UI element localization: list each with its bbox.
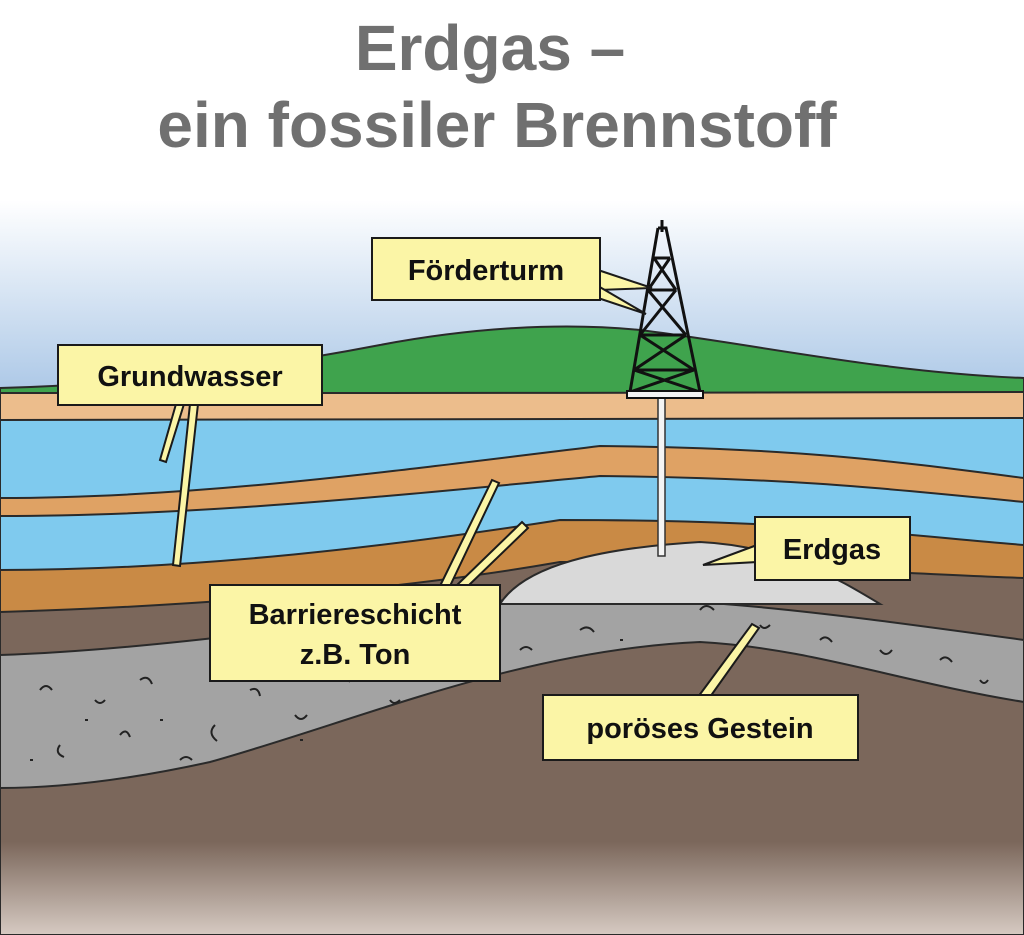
derrick-icon (628, 220, 702, 394)
label-groundwater: Grundwasser (57, 344, 323, 568)
title-line-1: Erdgas – (355, 12, 625, 84)
label-tower: Förderturm (371, 237, 653, 315)
label-porous: poröses Gestein (542, 622, 859, 761)
label-tower-text: Förderturm (408, 255, 564, 287)
label-gas-text: Erdgas (783, 534, 881, 566)
label-groundwater-text: Grundwasser (97, 361, 282, 393)
label-barrier-text-2: z.B. Ton (300, 639, 411, 671)
label-gas: Erdgas (702, 516, 911, 581)
label-barrier: Barriereschicht z.B. Ton (209, 478, 530, 682)
porous-rock-pores (30, 596, 989, 761)
drill-pipe (657, 395, 666, 557)
derrick-platform (626, 390, 704, 399)
label-barrier-text-1: Barriereschicht (249, 599, 462, 631)
label-porous-text: poröses Gestein (586, 713, 813, 745)
title-line-2: ein fossiler Brennstoff (157, 89, 837, 161)
